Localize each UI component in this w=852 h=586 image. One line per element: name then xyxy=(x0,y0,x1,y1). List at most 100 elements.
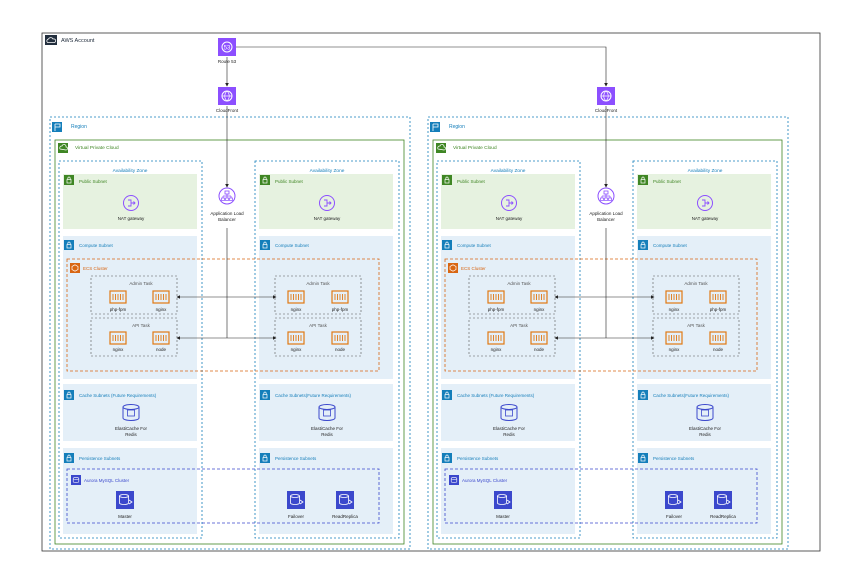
replica-label: ReadReplica xyxy=(710,514,736,519)
elasticache-label-2: Redis xyxy=(321,432,333,437)
ecs-cluster-icon xyxy=(447,262,459,274)
public-subnet-label: Public Subnet xyxy=(79,179,108,184)
public-subnet-label: Public Subnet xyxy=(457,179,486,184)
alb-label-line2: Balancer xyxy=(218,217,236,222)
master-db-icon xyxy=(493,490,513,510)
container-nginx-label: nginx xyxy=(534,307,546,312)
api-task-label: API Task xyxy=(309,323,327,328)
cache-subnet-label: Cache Subnets (Future Requirements) xyxy=(457,393,535,398)
failover-label: Failover xyxy=(666,514,683,519)
failover-db-icon xyxy=(286,490,306,510)
az-label: Availability Zone xyxy=(310,168,345,174)
admin-task-label: Admin Task xyxy=(306,281,330,286)
ecs-cluster-label: ECS Cluster xyxy=(83,266,108,271)
cloudfront-icon xyxy=(218,87,236,105)
compute-subnet-label: Compute Subnet xyxy=(457,243,492,248)
public-subnet-icon xyxy=(637,174,649,186)
master-db-icon xyxy=(115,490,135,510)
vpc-label: Virtual Private Cloud xyxy=(75,145,119,151)
compute-subnet-icon xyxy=(637,239,649,251)
api-task-label: API Task xyxy=(687,323,705,328)
container-php-label: php-fpm xyxy=(710,307,727,312)
failover-db-icon xyxy=(664,490,684,510)
admin-task-label: Admin Task xyxy=(129,281,153,286)
vpc-icon xyxy=(57,142,69,154)
vpc-icon xyxy=(435,142,447,154)
cloud-icon xyxy=(45,35,57,45)
cache-subnet-icon xyxy=(259,389,271,401)
api-task-label: API Task xyxy=(132,323,150,328)
compute-subnet-icon xyxy=(441,239,453,251)
container-nginx-label: nginx xyxy=(291,347,303,352)
az-label: Availability Zone xyxy=(113,168,148,174)
container-node-label: node xyxy=(534,347,545,352)
alb-label-line1: Application Load xyxy=(589,211,623,216)
persistence-subnet-label: Persistence Subnets xyxy=(275,456,317,461)
compute-subnet-icon xyxy=(63,239,75,251)
container-php-label: php-fpm xyxy=(110,307,127,312)
persistence-subnet-icon xyxy=(63,452,75,464)
cache-subnet-label: Cache Subnets (Future Requirements) xyxy=(79,393,157,398)
compute-subnet-label: Compute Subnet xyxy=(653,243,688,248)
container-node-label: node xyxy=(713,347,724,352)
container-node-label: node xyxy=(335,347,346,352)
elasticache-label-2: Redis xyxy=(699,432,711,437)
container-node-label: node xyxy=(156,347,167,352)
elasticache-label-2: Redis xyxy=(125,432,137,437)
alb-icon xyxy=(218,187,236,205)
elasticache-label-1: ElastiCache For xyxy=(115,426,148,431)
aurora-label: Aurora MySQL Cluster xyxy=(84,478,130,483)
persistence-subnet-icon xyxy=(637,452,649,464)
ecs-cluster-label: ECS Cluster xyxy=(461,266,486,271)
region-left-content: Region Virtual Private Cloud Availabilit… xyxy=(51,121,358,519)
compute-subnet-label: Compute Subnet xyxy=(275,243,310,248)
persistence-subnet-label: Persistence Subnets xyxy=(79,456,121,461)
cache-subnet-icon xyxy=(63,389,75,401)
replica-db-icon xyxy=(713,490,733,510)
region-label: Region xyxy=(71,124,87,130)
alb-label-line1: Application Load xyxy=(210,211,244,216)
az-label: Availability Zone xyxy=(491,168,526,174)
public-subnet-label: Public Subnet xyxy=(653,179,682,184)
container-nginx-label: nginx xyxy=(669,347,681,352)
failover-label: Failover xyxy=(288,514,305,519)
connectors xyxy=(176,46,655,340)
compute-subnet-icon xyxy=(259,239,271,251)
elasticache-label-2: Redis xyxy=(503,432,515,437)
route53-icon: 53 xyxy=(218,38,236,56)
aurora-icon xyxy=(70,474,82,486)
replica-label: ReadReplica xyxy=(332,514,358,519)
api-task-label: API Task xyxy=(510,323,528,328)
aws-account-box xyxy=(41,32,821,552)
svg-text:53: 53 xyxy=(224,46,231,52)
region-icon xyxy=(51,121,63,133)
cache-subnet-label: Cache Subnets(Future Requirements) xyxy=(275,393,352,398)
aurora-icon xyxy=(448,474,460,486)
nat-label: NAT gateway xyxy=(692,216,719,221)
cache-subnet-icon xyxy=(637,389,649,401)
ecs-cluster-icon xyxy=(69,262,81,274)
public-subnet-label: Public Subnet xyxy=(275,179,304,184)
public-subnet-icon xyxy=(259,174,271,186)
persistence-subnet-label: Persistence Subnets xyxy=(653,456,695,461)
public-subnet-icon xyxy=(63,174,75,186)
container-nginx-label: nginx xyxy=(113,347,125,352)
elasticache-label-1: ElastiCache For xyxy=(311,426,344,431)
elasticache-label-1: ElastiCache For xyxy=(689,426,722,431)
aws-account-label: AWS Account xyxy=(61,38,95,44)
compute-subnet-label: Compute Subnet xyxy=(79,243,114,248)
container-nginx-label: nginx xyxy=(291,307,303,312)
cloudfront-icon xyxy=(597,87,615,105)
master-label: Master xyxy=(496,514,510,519)
admin-task-label: Admin Task xyxy=(684,281,708,286)
persistence-subnet-icon xyxy=(259,452,271,464)
container-php-label: php-fpm xyxy=(332,307,349,312)
vpc-label: Virtual Private Cloud xyxy=(453,145,497,151)
alb-label-line2: Balancer xyxy=(597,217,615,222)
cache-subnet-icon xyxy=(441,389,453,401)
master-label: Master xyxy=(118,514,132,519)
region-right-content: Region Virtual Private Cloud Availabilit… xyxy=(429,121,736,519)
replica-db-icon xyxy=(335,490,355,510)
container-php-label: php-fpm xyxy=(488,307,505,312)
